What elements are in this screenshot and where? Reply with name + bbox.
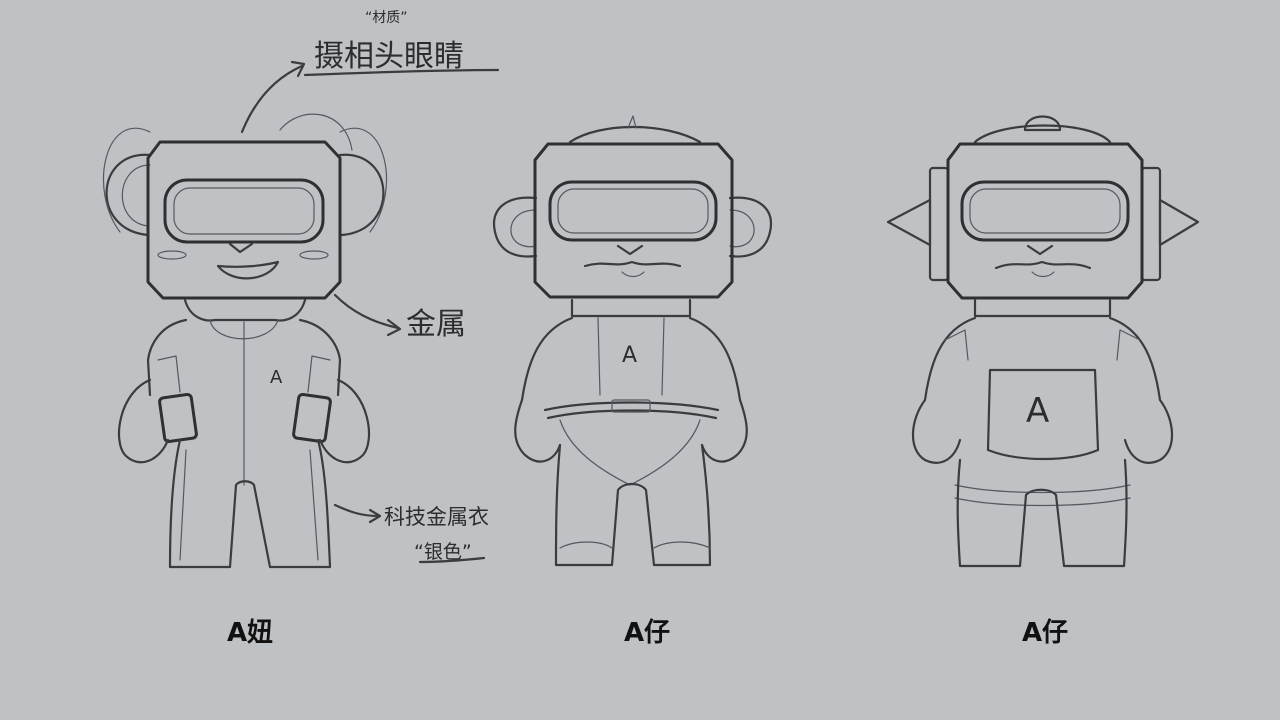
camera-visor bbox=[163, 178, 325, 244]
camera-visor bbox=[548, 180, 718, 242]
head-box bbox=[946, 142, 1144, 300]
smile-mouth bbox=[216, 260, 280, 280]
chest-plate bbox=[986, 368, 1100, 461]
caption-a-zai-monkey: A仔 bbox=[623, 618, 671, 648]
tech-suit-label: 科技金属衣 bbox=[384, 505, 489, 529]
chest-letter: A bbox=[1026, 391, 1049, 431]
caption-a-zai-robot: A仔 bbox=[1021, 618, 1069, 648]
character-a-zai-monkey-sketch: A bbox=[492, 115, 773, 567]
head-antenna-dome bbox=[1023, 115, 1062, 132]
left-side-spike bbox=[886, 198, 932, 247]
head-box bbox=[533, 142, 734, 299]
camera-visor bbox=[960, 180, 1130, 242]
annotation-metal: 金属 bbox=[333, 293, 466, 342]
character-a-zai-robot-sketch: A bbox=[886, 115, 1200, 568]
metal-label: 金属 bbox=[406, 307, 466, 342]
right-ear bbox=[338, 153, 385, 237]
annotation-camera-eye: 摄相头眼睛 “材质” bbox=[240, 10, 500, 134]
silver-color-note: “银色” bbox=[414, 541, 472, 563]
camera-eye-material-note: “材质” bbox=[365, 10, 408, 26]
chest-letter: A bbox=[270, 367, 283, 388]
annotation-tech-suit: 科技金属衣 “银色” bbox=[333, 503, 489, 564]
chest-letter: A bbox=[622, 343, 637, 368]
character-a-niu-sketch: A bbox=[102, 113, 388, 569]
head-box bbox=[146, 140, 342, 300]
left-ear bbox=[105, 153, 152, 237]
caption-a-niu: A妞 bbox=[226, 618, 274, 648]
camera-eye-label: 摄相头眼睛 bbox=[314, 39, 464, 74]
right-side-spike bbox=[1158, 198, 1200, 247]
